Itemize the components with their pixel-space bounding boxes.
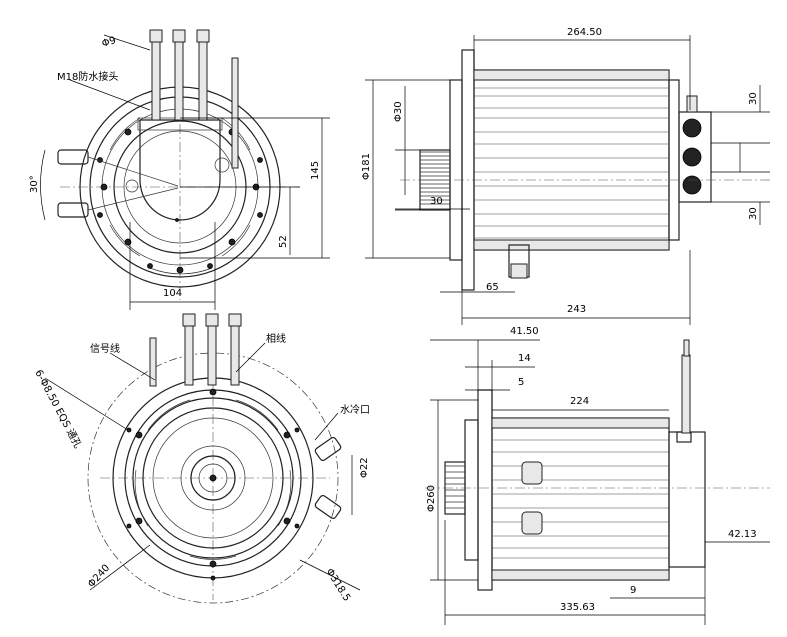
dim-224: 224 — [570, 396, 589, 407]
dim-phi30: Φ30 — [393, 101, 404, 122]
label-water-cooling-port: 水冷口 — [340, 403, 370, 416]
front-end-view — [44, 313, 361, 604]
dim-14: 14 — [518, 353, 531, 364]
dim-30-degree: 30° — [29, 175, 40, 193]
label-m18-waterproof-joint: M18防水接头 — [57, 70, 118, 83]
dim-5: 5 — [518, 377, 524, 388]
label-signal-line: 信号线 — [90, 342, 120, 355]
dim-264-50: 264.50 — [567, 27, 602, 38]
dim-phi260: Φ260 — [426, 485, 437, 512]
dim-243: 243 — [567, 304, 586, 315]
dim-30-bottom: 30 — [748, 207, 759, 220]
dim-phi318-5: Φ318.5 — [323, 567, 352, 604]
dim-30-shaft: 30 — [430, 196, 443, 207]
label-through-holes: 6-Φ8.50 EQS 通孔 — [32, 368, 83, 450]
dim-9: 9 — [630, 585, 636, 596]
side-view-bottom — [425, 339, 770, 625]
dim-42-13: 42.13 — [728, 529, 757, 540]
dim-65: 65 — [486, 282, 499, 293]
side-view-top — [365, 35, 770, 325]
dim-30-top: 30 — [748, 92, 759, 105]
dim-phi22: Φ22 — [359, 457, 370, 478]
dim-41-50: 41.50 — [510, 326, 539, 337]
dim-52: 52 — [278, 235, 289, 248]
dim-phi181: Φ181 — [361, 153, 372, 180]
rear-end-view — [40, 29, 330, 310]
dim-335-63: 335.63 — [560, 602, 595, 613]
dim-phi9: Φ9 — [101, 35, 118, 50]
dim-104: 104 — [163, 288, 182, 299]
label-phase-line: 相线 — [266, 332, 286, 345]
dim-145: 145 — [310, 161, 321, 180]
